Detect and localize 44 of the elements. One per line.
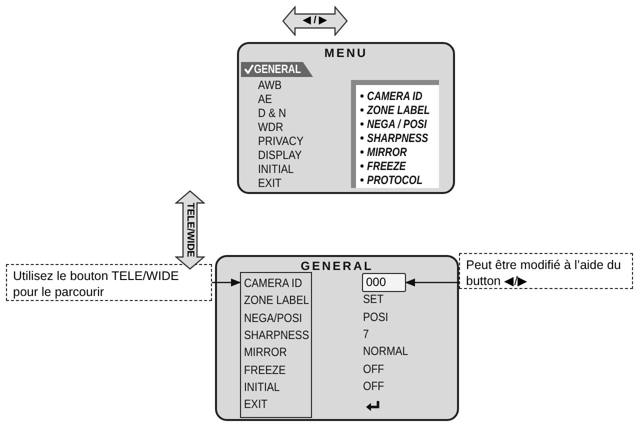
screen-title: MENU	[323, 46, 369, 60]
menu-item: EXIT	[258, 176, 282, 190]
value-field: 000	[362, 273, 406, 292]
setting-name: INITIAL	[244, 380, 280, 394]
setting-value: POSI	[363, 310, 388, 324]
menu-item: AWB	[258, 78, 282, 92]
menu-screen	[237, 42, 455, 194]
submenu-screen	[215, 255, 459, 421]
setting-value: NORMAL	[363, 344, 408, 358]
menu-item: INITIAL	[258, 162, 294, 176]
setting-name: MIRROR	[244, 345, 287, 360]
setting-name: FREEZE	[244, 362, 286, 376]
menu-item: WDR	[258, 120, 284, 134]
callout-note: Peut être modifié à l’aide du button ◀/▶	[459, 253, 633, 289]
arrow	[212, 278, 241, 286]
submenu-item: CAMERA ID	[367, 89, 422, 103]
submenu-item: SHARPNESS	[367, 131, 428, 145]
setting-name: EXIT	[244, 397, 268, 412]
setting-name: SHARPNESS	[244, 328, 310, 342]
setting-name: NEGA/POSI	[244, 310, 302, 325]
arrow	[405, 278, 459, 286]
menu-item: DISPLAY	[258, 148, 302, 162]
setting-value: 7	[363, 326, 369, 341]
setting-value: OFF	[363, 362, 384, 376]
submenu-item: MIRROR	[367, 145, 407, 159]
submenu-item: NEGA / POSI	[367, 117, 427, 131]
submenu-item: ZONE LABEL	[367, 103, 430, 117]
submenu-item: PROTOCOL	[367, 173, 423, 187]
setting-list	[240, 272, 312, 418]
callout-note: Utilisez le bouton TELE/WIDE pour le parcourir	[6, 264, 212, 301]
setting-value: SET	[363, 292, 384, 306]
tab-label: GENERAL	[254, 62, 301, 76]
vertical-double-arrow: TELE/WIDE	[175, 190, 205, 270]
menu-tab	[241, 62, 313, 77]
double-arrow: ◀ / ▶	[282, 6, 348, 36]
screen-title: GENERAL	[300, 259, 374, 273]
submenu-panel	[351, 80, 439, 188]
setting-value: OFF	[363, 378, 384, 393]
menu-item: D & N	[258, 106, 286, 120]
submenu-item: FREEZE	[367, 159, 406, 173]
setting-name: CAMERA ID	[244, 276, 302, 290]
menu-item: PRIVACY	[258, 134, 304, 148]
menu-item: AE	[258, 92, 272, 106]
setting-name: ZONE LABEL	[244, 293, 310, 308]
